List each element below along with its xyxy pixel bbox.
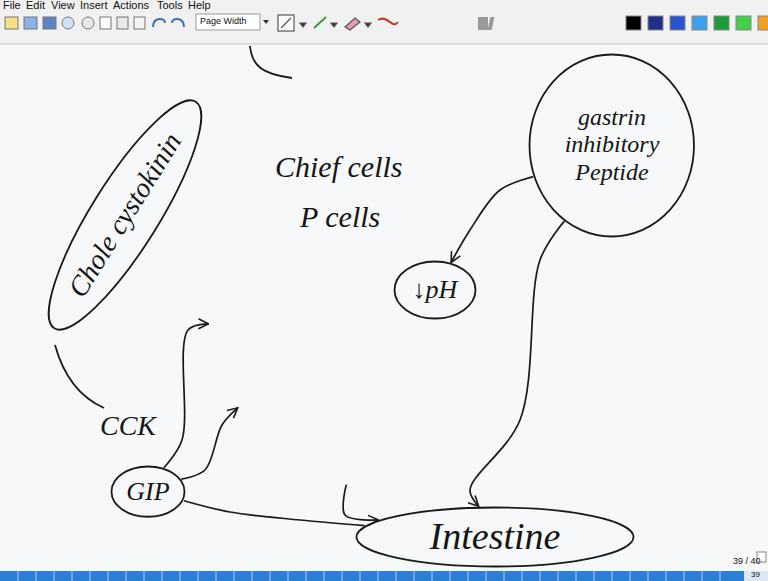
outline-ellipse bbox=[112, 467, 185, 517]
connector-arrow bbox=[451, 177, 533, 263]
stomach-stroke bbox=[250, 46, 292, 78]
outline bbox=[205, 75, 505, 485]
ph-circle: ↓pH bbox=[393, 260, 477, 320]
connector-arrow bbox=[470, 221, 564, 506]
handwritten-text: ↓pH bbox=[413, 275, 458, 305]
format-icons bbox=[478, 17, 494, 30]
hormone-circle: gastrin inhibitory Peptide bbox=[528, 53, 696, 238]
outline-ellipse bbox=[395, 262, 476, 319]
handwritten-text: GIP bbox=[126, 477, 169, 507]
intestine-ellipse: Intestine bbox=[355, 506, 635, 568]
handwritten-text: gastrin inhibitory Peptide bbox=[551, 104, 673, 187]
pen-tools bbox=[278, 15, 398, 31]
menu-item: Edit bbox=[26, 0, 45, 12]
outline-ellipse bbox=[357, 508, 634, 567]
connector-arrow bbox=[343, 485, 378, 520]
colour-swatches bbox=[626, 16, 768, 30]
menu-item: Actions bbox=[113, 0, 149, 12]
zoom-value: Page Width bbox=[200, 16, 247, 26]
connector-arrow bbox=[181, 408, 237, 479]
toolbar-icons bbox=[5, 17, 184, 29]
toolbar-ground bbox=[0, 0, 768, 44]
handwritten-text: Chief cells bbox=[275, 150, 402, 185]
page-bar bbox=[0, 571, 768, 581]
dropdown-arrow bbox=[263, 20, 269, 24]
stomach-outline: ↓pH Chief cells P cells bbox=[205, 75, 505, 485]
connector-arrow bbox=[184, 501, 365, 526]
page-counter: 39 / 40 bbox=[733, 556, 761, 566]
zoom-box bbox=[196, 14, 260, 30]
leader-line bbox=[55, 345, 104, 408]
page-number: 39 bbox=[751, 570, 760, 579]
handwritten-text: P cells bbox=[300, 200, 380, 235]
menu-item: File bbox=[3, 0, 21, 12]
outline-ellipse bbox=[530, 54, 695, 236]
menu-item: Help bbox=[188, 0, 211, 12]
menu-item: Tools bbox=[157, 0, 183, 12]
page-bar-current bbox=[744, 571, 768, 581]
page-bar-ticks bbox=[18, 571, 720, 581]
connector-arrow bbox=[164, 324, 209, 468]
outline-ellipse bbox=[26, 84, 224, 346]
handwritten-text: Chole cystokinin bbox=[62, 127, 189, 303]
handwritten-text: Intestine bbox=[430, 515, 561, 559]
toolbar-border bbox=[0, 44, 768, 45]
abbreviation: CCK bbox=[100, 410, 156, 442]
hormone-circle: GIP bbox=[110, 465, 186, 518]
menu-item: View bbox=[51, 0, 75, 12]
menu-item: Insert bbox=[80, 0, 108, 12]
hormone-ellipse: Chole cystokinin bbox=[24, 82, 226, 348]
